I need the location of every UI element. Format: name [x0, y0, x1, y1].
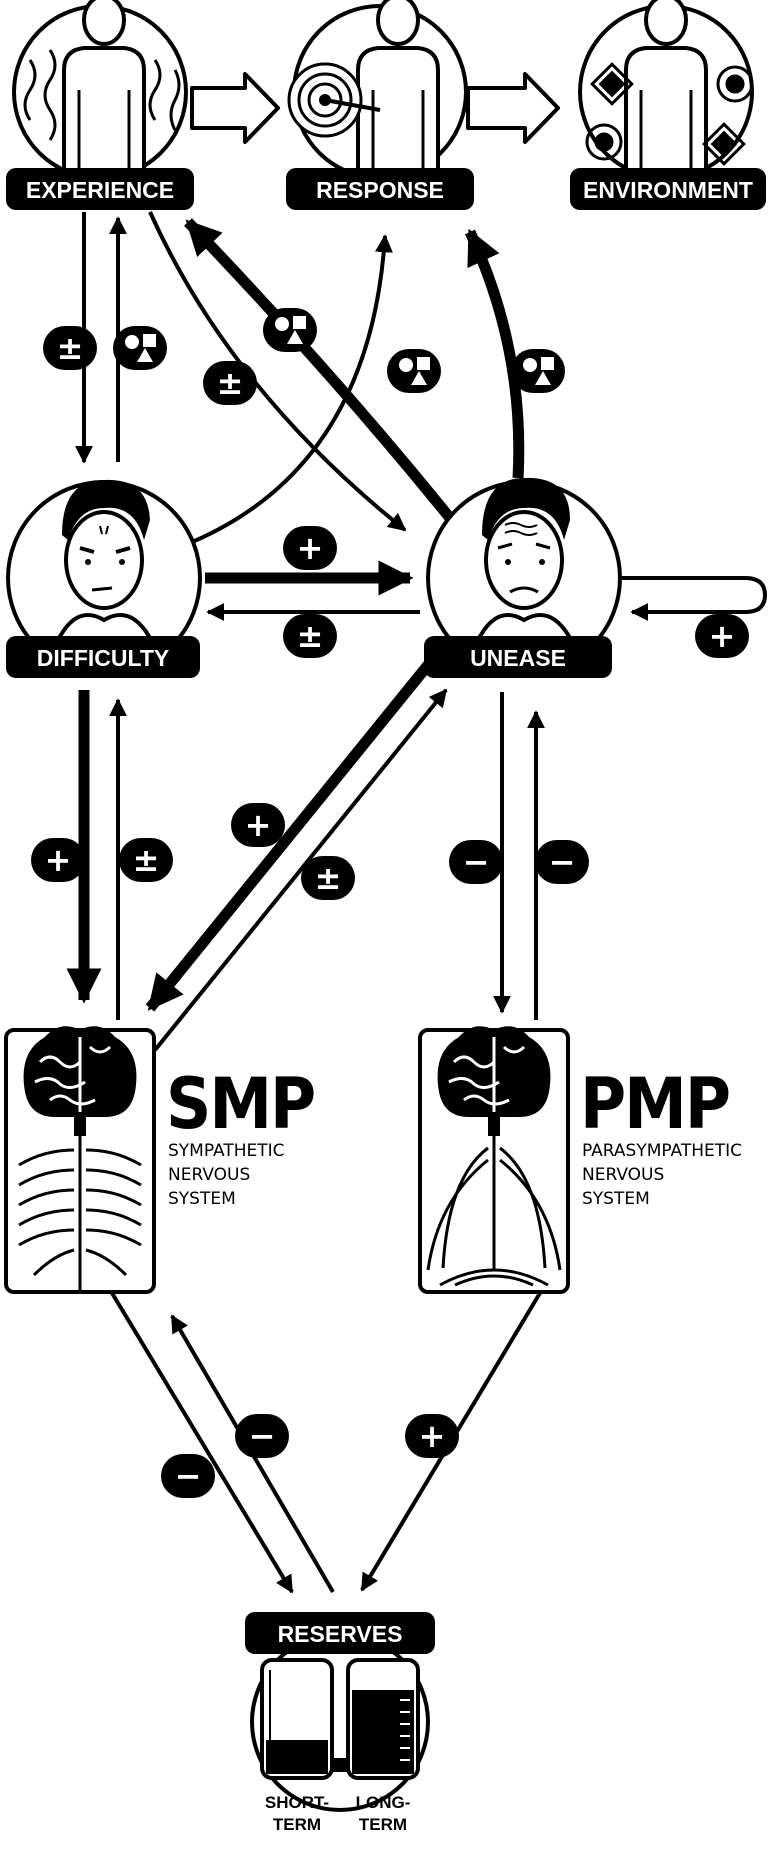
sign-text: ±	[133, 841, 160, 879]
unease-label: UNEASE	[424, 636, 612, 678]
experience-node	[12, 0, 188, 180]
sign-text: ±	[217, 364, 244, 402]
unease-to-exp-arrow	[184, 218, 455, 522]
svg-text:ENVIRONMENT: ENVIRONMENT	[583, 177, 753, 203]
sign-badge-smp-to-unease: ±	[301, 856, 355, 900]
long-term-label: LONG- TERM	[356, 1793, 411, 1834]
smp-title: SMP SYMPATHETIC NERVOUS SYSTEM	[166, 1063, 316, 1209]
svg-text:DIFFICULTY: DIFFICULTY	[37, 645, 169, 671]
sign-badge-pmp-to-unease: −	[535, 840, 589, 884]
experience-to-response-arrow	[190, 72, 280, 144]
short-term-label: SHORT- TERM	[265, 1793, 329, 1834]
target-icon	[287, 62, 381, 138]
shapes-badge-icon	[263, 308, 317, 352]
environment-node	[578, 0, 754, 180]
sign-text: +	[709, 617, 736, 655]
svg-text:NERVOUS: NERVOUS	[168, 1165, 250, 1185]
smp-to-reserves-arrow	[110, 1291, 294, 1594]
sign-text: +	[45, 841, 72, 879]
svg-text:SMP: SMP	[166, 1063, 314, 1145]
sign-text: −	[549, 843, 576, 881]
sign-text: −	[463, 843, 490, 881]
unease-to-response-arrow	[465, 228, 525, 479]
sign-text: −	[249, 1417, 276, 1455]
sign-text: ±	[57, 329, 84, 367]
shapes-badge-icon	[511, 349, 565, 393]
smp-panel	[4, 1024, 156, 1294]
experience-label: EXPERIENCE	[6, 168, 194, 210]
short-term-tank-icon	[260, 1658, 334, 1780]
nerves-icon	[426, 1136, 562, 1287]
sign-badge-diff-to-smp: +	[31, 838, 85, 882]
sign-badge-unease-to-pmp: −	[449, 840, 503, 884]
environment-label: ENVIRONMENT	[570, 168, 766, 210]
sign-badge-external-to-unease: +	[695, 614, 749, 658]
pmp-panel	[418, 1024, 570, 1294]
sign-badge-unease-to-smp: +	[231, 803, 285, 847]
sign-badge-smp-to-diff: ±	[119, 838, 173, 882]
reserves-label: RESERVES	[245, 1612, 435, 1654]
svg-text:RESPONSE: RESPONSE	[316, 177, 444, 203]
smp-to-unease-arrow	[153, 688, 448, 1052]
svg-text:SYSTEM: SYSTEM	[168, 1189, 236, 1209]
svg-text:SHORT-: SHORT-	[265, 1793, 329, 1812]
difficulty-node	[6, 479, 202, 676]
response-label: RESPONSE	[286, 168, 474, 210]
svg-text:SYMPATHETIC: SYMPATHETIC	[168, 1141, 285, 1161]
tank-connector	[330, 1758, 350, 1772]
diff-to-response-arrow	[184, 234, 393, 547]
shapes-badge-icon	[387, 349, 441, 393]
svg-text:RESERVES: RESERVES	[278, 1621, 403, 1647]
sign-text: −	[175, 1457, 202, 1495]
svg-text:SYSTEM: SYSTEM	[582, 1189, 650, 1209]
difficulty-label: DIFFICULTY	[6, 636, 200, 678]
shapes-badge-icon	[113, 326, 167, 370]
wavy-lines-icon	[23, 49, 181, 141]
sign-text: ±	[297, 617, 324, 655]
sign-badge-unease-to-diff: ±	[283, 614, 337, 658]
svg-text:UNEASE: UNEASE	[470, 645, 566, 671]
svg-text:NERVOUS: NERVOUS	[582, 1165, 664, 1185]
exp-to-unease-arrow	[148, 211, 407, 532]
sign-badges: ± ± + ± + + ± + ± − − − − +	[31, 308, 749, 1498]
response-to-environment-arrow	[466, 72, 560, 144]
sign-badge-exp-to-diff: ±	[43, 326, 97, 370]
sign-text: ±	[315, 859, 342, 897]
svg-text:LONG-: LONG-	[356, 1793, 411, 1812]
external-to-unease-arrow	[606, 576, 768, 621]
nerves-icon	[18, 1136, 142, 1290]
svg-text:TERM: TERM	[273, 1815, 321, 1834]
svg-text:PARASYMPATHETIC: PARASYMPATHETIC	[582, 1141, 742, 1161]
response-node	[287, 0, 468, 180]
sign-text: +	[297, 529, 324, 567]
sign-badge-pmp-to-reserves: +	[405, 1414, 459, 1458]
svg-text:PMP: PMP	[580, 1063, 729, 1145]
pmp-title: PMP PARASYMPATHETIC NERVOUS SYSTEM	[580, 1063, 742, 1209]
sign-badge-smp-to-reserves: −	[161, 1454, 215, 1498]
long-term-tank-icon	[346, 1658, 420, 1780]
unease-to-smp-arrow	[145, 661, 433, 1012]
svg-text:EXPERIENCE: EXPERIENCE	[26, 177, 174, 203]
sign-text: +	[419, 1417, 446, 1455]
sign-text: +	[245, 806, 272, 844]
reserves-node	[250, 1632, 430, 1812]
svg-text:TERM: TERM	[359, 1815, 407, 1834]
sign-badge-exp-to-unease: ±	[203, 361, 257, 405]
shapes-icon	[585, 62, 754, 166]
sign-badge-diff-to-unease: +	[283, 526, 337, 570]
sign-badge-reserves-to-smp: −	[235, 1414, 289, 1458]
